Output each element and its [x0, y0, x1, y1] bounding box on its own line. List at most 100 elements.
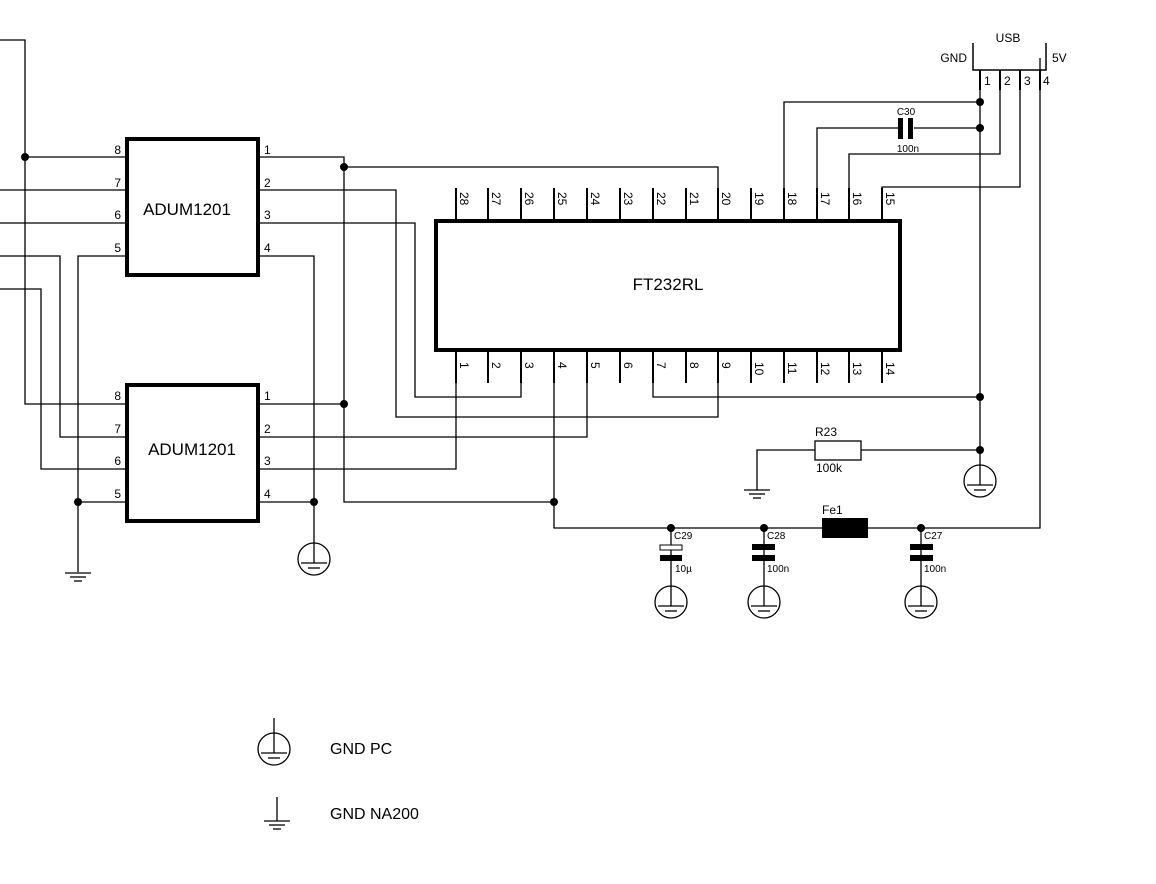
pin-number: 28 — [457, 192, 471, 206]
pin-number: 8 — [114, 389, 121, 403]
wire-ft-pin17-c30 — [816, 127, 898, 220]
junction-dot — [976, 446, 984, 454]
wire-r23-left — [756, 449, 815, 490]
wire-adum-pin5-gnd — [77, 255, 126, 572]
pin-number: 23 — [621, 192, 635, 206]
pin-number: 16 — [850, 192, 864, 206]
pin-number: 1 — [264, 389, 271, 403]
junction-dot — [976, 124, 984, 132]
gnd-pc-icon — [904, 585, 938, 619]
component-value: 100k — [816, 461, 843, 475]
usb-pin-number: 1 — [984, 74, 991, 88]
usb-connector: USB GND 5V 1 2 3 4 — [940, 31, 1067, 90]
pin-number: 17 — [818, 192, 832, 206]
ic-body — [125, 137, 260, 277]
wire-vcc-bus — [259, 156, 554, 503]
gnd-na200-icon — [65, 572, 91, 582]
gnd-pc-icon — [654, 585, 688, 619]
gnd-pc-icon — [747, 585, 781, 619]
component-value: 100n — [924, 564, 946, 575]
pin-number: 5 — [588, 362, 602, 369]
pin-number: 1 — [457, 362, 471, 369]
pin-number: 11 — [785, 362, 799, 375]
component-ref: C30 — [897, 107, 916, 118]
capacitor-c30: C30 100n — [897, 107, 919, 155]
ground-symbols — [65, 464, 997, 830]
wire-adum2-pin6 — [0, 288, 126, 470]
pin-number: 13 — [850, 362, 864, 376]
usb-pin-number: 2 — [1004, 74, 1011, 88]
component-value: 10µ — [675, 564, 692, 575]
junction-dot — [667, 524, 675, 532]
wire-adum2-pin7 — [0, 255, 126, 438]
gnd-na200-icon — [264, 820, 290, 830]
pin-number: 2 — [264, 176, 271, 190]
junction-dot — [917, 524, 925, 532]
pin-number: 3 — [522, 362, 536, 369]
junction-dot — [340, 163, 348, 171]
junction-dot — [340, 400, 348, 408]
wire-adum1-pin4-gnd — [259, 255, 315, 545]
usb-5v-label: 5V — [1052, 51, 1067, 65]
pin-number: 8 — [687, 362, 701, 369]
pin-number: 6 — [621, 362, 635, 369]
pin-number: 21 — [687, 192, 701, 206]
capacitor-c27: C27 100n — [910, 531, 946, 575]
usb-label: USB — [996, 31, 1021, 45]
pin-number: 19 — [752, 192, 766, 206]
wire-ft-pin5 — [259, 351, 588, 438]
legend-gnd-pc: GND PC — [330, 741, 392, 758]
junction-dot — [74, 498, 82, 506]
pin-number: 5 — [114, 487, 121, 501]
pin-number: 5 — [114, 241, 121, 255]
junction-dot — [976, 393, 984, 401]
pin-number: 26 — [522, 192, 536, 206]
ferrite-fe1: Fe1 — [822, 503, 868, 538]
pin-number: 3 — [264, 454, 271, 468]
pin-number: 14 — [883, 362, 897, 376]
wire-adum-pin8-bus — [0, 39, 126, 405]
junction-dot — [976, 98, 984, 106]
pin-number: 7 — [114, 176, 121, 190]
capacitor-c28: C28 100n — [752, 531, 789, 575]
pin-number: 10 — [752, 362, 766, 376]
ic-label: ADUM1201 — [143, 200, 231, 219]
resistor-r23: R23 100k — [814, 425, 862, 475]
junction-dot — [310, 498, 318, 506]
usb-pin-number: 3 — [1024, 74, 1031, 88]
wire-ft-pin16-usb2 — [848, 70, 1001, 220]
usb-body — [972, 43, 1047, 71]
pin-number: 22 — [654, 192, 668, 206]
pin-number: 27 — [489, 192, 503, 206]
pin-number: 9 — [719, 362, 733, 369]
ic-label: FT232RL — [633, 275, 704, 294]
component-value: 100n — [767, 564, 789, 575]
pin-number: 20 — [719, 192, 733, 206]
wire-5v-bus — [553, 58, 1041, 529]
junction-dot — [550, 498, 558, 506]
junctions — [21, 98, 984, 532]
pin-number: 7 — [654, 362, 668, 369]
gnd-pc-icon — [297, 542, 331, 576]
wire-ft-pin19 — [783, 101, 980, 220]
pin-number: 12 — [818, 362, 832, 376]
pin-number: 15 — [883, 192, 897, 206]
pin-number: 24 — [588, 192, 602, 206]
component-value: 100n — [897, 144, 919, 155]
ic-label: ADUM1201 — [148, 440, 236, 459]
pin-number: 4 — [555, 362, 569, 369]
pin-number: 25 — [555, 192, 569, 206]
gnd-pc-icon — [257, 732, 291, 766]
ic-body — [125, 383, 260, 523]
legend: GND PC GND NA200 — [330, 741, 419, 823]
component-ref: C29 — [674, 531, 693, 542]
pin-number: 3 — [264, 208, 271, 222]
wire-ft-pin1 — [259, 351, 457, 470]
wire-ft-pin9 — [259, 189, 719, 418]
adum1201-bottom: ADUM1201 8 7 6 5 1 2 3 4 — [114, 383, 271, 523]
pin-number: 4 — [264, 241, 271, 255]
pin-number: 4 — [264, 487, 271, 501]
pin-number: 6 — [114, 208, 121, 222]
